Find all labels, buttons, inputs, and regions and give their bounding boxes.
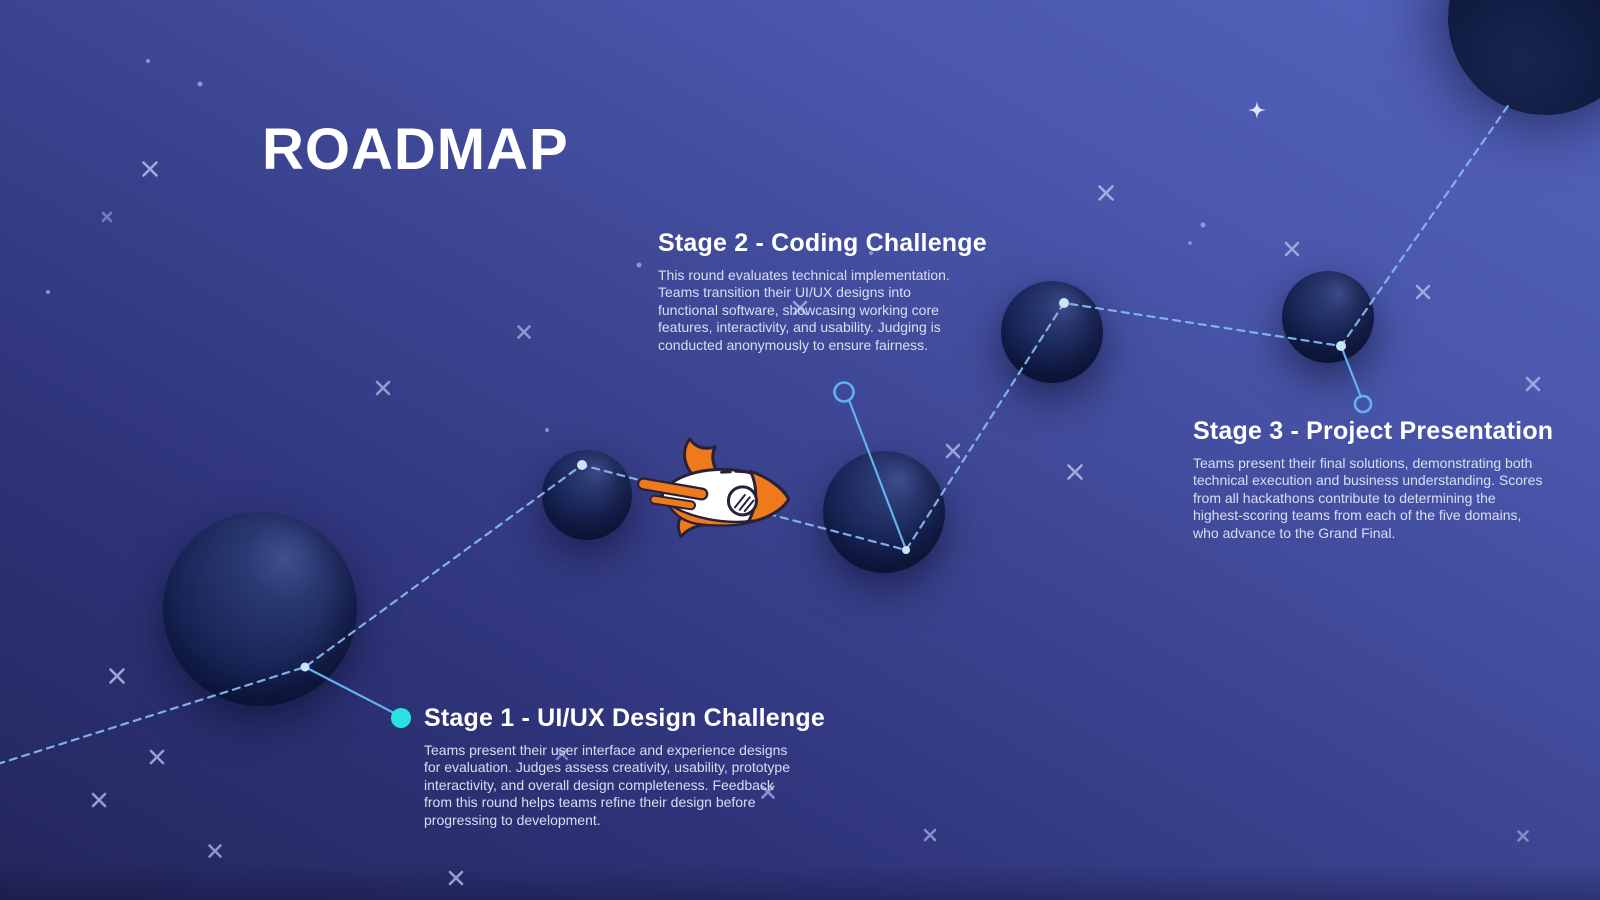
star-icon xyxy=(149,749,165,765)
rocket-porthole-window xyxy=(726,485,758,517)
stage3-callout-line xyxy=(1339,344,1363,399)
star-dot-icon xyxy=(197,81,203,87)
stage2-marker-circle-icon xyxy=(833,381,855,403)
star-icon xyxy=(208,844,222,858)
star-icon xyxy=(1067,464,1083,480)
star-icon xyxy=(945,443,961,459)
star-icon xyxy=(1517,830,1529,842)
star-icon xyxy=(109,668,125,684)
planet-large-left xyxy=(163,512,357,706)
star-icon xyxy=(101,211,113,223)
stage-2-block: Stage 2 - Coding Challenge This round ev… xyxy=(658,229,987,354)
stage-2-heading: Stage 2 - Coding Challenge xyxy=(658,229,987,257)
page-title: ROADMAP xyxy=(262,117,569,182)
stage-3-heading: Stage 3 - Project Presentation xyxy=(1193,417,1554,445)
star-icon xyxy=(1284,241,1300,257)
planet-small-right xyxy=(1282,271,1374,363)
star-dot-icon xyxy=(46,290,50,294)
stage-3-description: Teams present their final solutions, dem… xyxy=(1193,454,1543,541)
stage-1-description: Teams present their user interface and e… xyxy=(424,741,790,828)
path-node-dot xyxy=(577,460,587,470)
planet-mid-center xyxy=(823,451,945,573)
star-icon xyxy=(923,828,937,842)
star-icon xyxy=(91,792,107,808)
stage2-callout-line xyxy=(847,398,907,549)
star-icon xyxy=(1415,284,1431,300)
path-node-dot xyxy=(902,546,910,554)
rocket-exhaust-streaks xyxy=(636,477,709,511)
stage-1-heading: Stage 1 - UI/UX Design Challenge xyxy=(424,704,825,732)
star-icon xyxy=(1525,376,1541,392)
star-dot-icon xyxy=(545,428,549,432)
stage-3-block: Stage 3 - Project Presentation Teams pre… xyxy=(1193,417,1553,542)
star-dot-icon xyxy=(869,251,873,255)
star-dot-icon xyxy=(1188,241,1192,245)
star-icon xyxy=(792,300,808,316)
star-icon xyxy=(761,785,775,799)
path-node-dot xyxy=(1059,298,1069,308)
star-dot-icon xyxy=(146,59,150,63)
star-dot-icon xyxy=(636,262,642,268)
stage-2-description: This round evaluates technical implement… xyxy=(658,266,950,353)
planet-mid-upper xyxy=(1001,281,1103,383)
star-icon xyxy=(1098,185,1114,201)
star-icon xyxy=(375,380,391,396)
stage1-callout-line xyxy=(303,665,396,715)
star-icon xyxy=(448,870,464,886)
stage1-bullet-dot-icon xyxy=(391,708,411,728)
stage-1-block: Stage 1 - UI/UX Design Challenge Teams p… xyxy=(424,704,825,829)
rocket-belly-band xyxy=(666,502,755,527)
rocket-rivets xyxy=(720,470,746,474)
star-icon xyxy=(142,161,158,177)
star-dot-icon xyxy=(1200,222,1206,228)
path-node-dot xyxy=(300,662,310,672)
path-node-dot xyxy=(1336,341,1346,351)
stage3-marker-circle-icon xyxy=(1353,394,1373,414)
star-icon xyxy=(517,325,531,339)
rocket-icon xyxy=(636,437,791,539)
star-icon xyxy=(555,747,569,761)
sparkle-star-icon xyxy=(1248,101,1266,119)
